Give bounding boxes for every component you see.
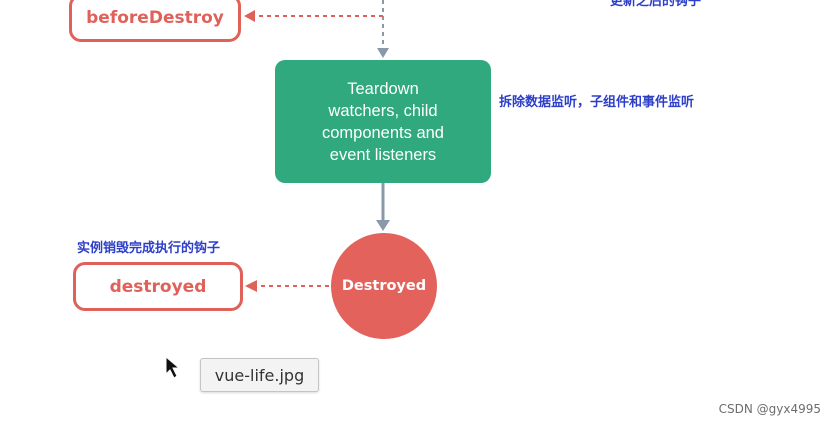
- arrowhead-to-before-destroy: [244, 10, 255, 22]
- arrowhead-to-destroyed-hook: [245, 280, 257, 292]
- before-destroy-label: beforeDestroy: [86, 8, 224, 28]
- teardown-step: Teardown watchers, child components and …: [275, 60, 491, 183]
- watermark: CSDN @gyx4995: [718, 402, 821, 416]
- mouse-pointer-icon: [165, 355, 181, 379]
- note-destroyed-hook: 实例销毁完成执行的钩子: [77, 241, 221, 256]
- destroyed-hook-label: destroyed: [109, 276, 207, 297]
- destroyed-state-circle: Destroyed: [331, 233, 437, 339]
- file-name-label: vue-life.jpg: [214, 365, 305, 385]
- note-after-update-hook: 更新之后的钩子: [610, 0, 702, 9]
- before-destroy-hook: beforeDestroy: [69, 0, 241, 42]
- file-name-tooltip[interactable]: vue-life.jpg: [200, 358, 319, 392]
- arrowhead-to-destroyed: [376, 220, 390, 231]
- destroyed-state-label: Destroyed: [341, 278, 427, 294]
- teardown-label: Teardown watchers, child components and …: [321, 79, 444, 164]
- arrowhead-to-teardown: [377, 48, 389, 58]
- note-teardown: 拆除数据监听，子组件和事件监听: [499, 95, 695, 110]
- destroyed-hook: destroyed: [73, 262, 243, 311]
